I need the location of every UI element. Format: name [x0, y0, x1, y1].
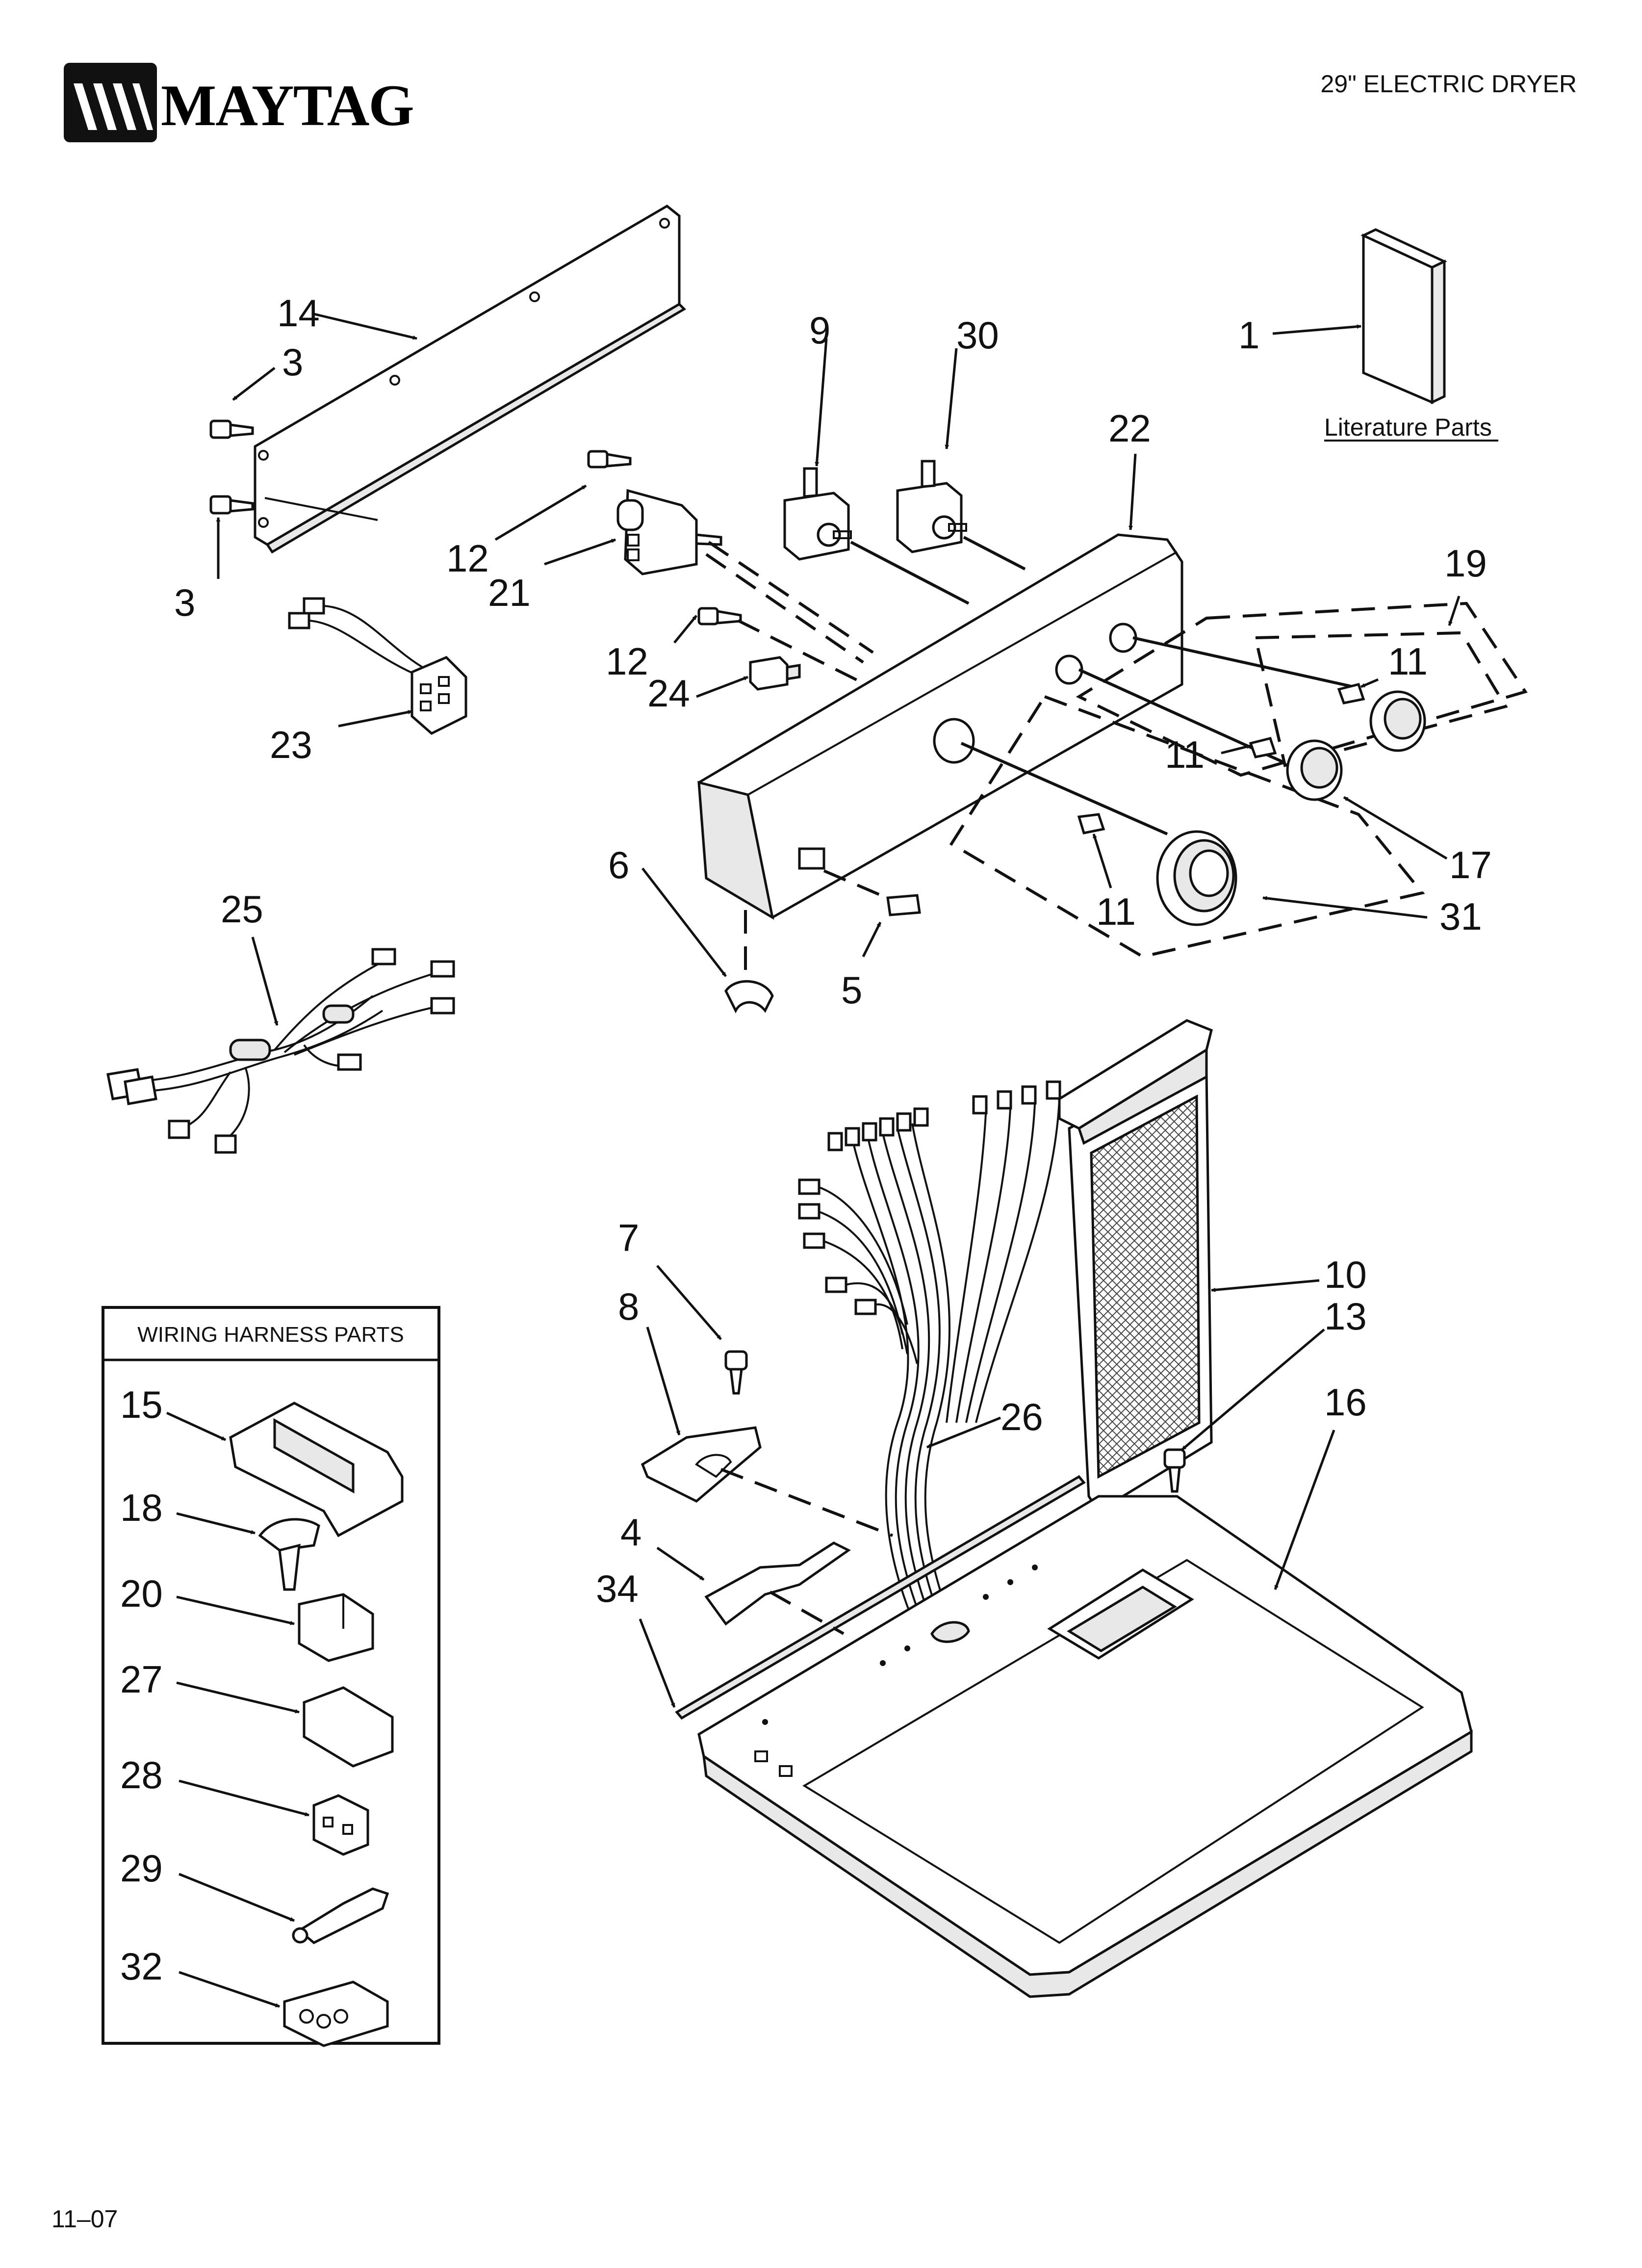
callout-15: 15	[120, 1383, 163, 1426]
callout-19: 19	[1444, 542, 1487, 585]
screw-13	[1163, 1448, 1186, 1493]
callout-4: 4	[620, 1511, 641, 1554]
screw-7	[724, 1350, 748, 1395]
callout-11-a: 11	[1096, 890, 1136, 933]
control-console-22	[697, 533, 1183, 920]
callout-12-upper: 12	[446, 537, 489, 580]
callout-8: 8	[618, 1285, 639, 1328]
clip-6	[724, 980, 774, 1014]
selector-switch-30	[896, 460, 967, 553]
callout-labels: 1 3 3 14 9 30 22 19 12 21 12 24 23 11 11…	[120, 291, 1492, 1988]
connector-32	[283, 1981, 389, 2047]
callout-12-lower: 12	[606, 640, 648, 683]
callout-23: 23	[270, 723, 312, 766]
main-harness-26	[798, 1080, 1061, 1624]
callout-9: 9	[809, 309, 830, 352]
callout-11-b: 11	[1165, 733, 1205, 776]
callout-27: 27	[120, 1658, 163, 1701]
knob-17	[1286, 739, 1343, 801]
switch-24	[749, 656, 801, 691]
callout-24: 24	[647, 672, 690, 715]
knob-clip-11-c	[1337, 683, 1365, 704]
revision-code: 11–07	[51, 2205, 118, 2233]
label-5	[886, 894, 921, 916]
timer-21	[616, 489, 722, 575]
bracket-4	[704, 1541, 851, 1626]
callout-32: 32	[120, 1945, 163, 1988]
screw-3-lower	[209, 495, 254, 515]
callout-3-upper: 3	[282, 340, 303, 384]
callout-31: 31	[1439, 895, 1482, 938]
callout-14: 14	[277, 291, 320, 335]
knob-clip-11-b	[1249, 737, 1277, 758]
callout-20: 20	[120, 1572, 163, 1615]
connector-28	[312, 1794, 369, 1856]
wire-harness-25	[106, 948, 455, 1154]
brand-wordmark: MAYTAG	[161, 73, 413, 138]
timer-knob-31	[1156, 830, 1237, 926]
selector-switch-9	[783, 467, 852, 561]
connector-27	[303, 1686, 394, 1768]
bracket-8	[641, 1426, 762, 1503]
lint-filter-10	[1058, 1019, 1213, 1513]
callout-29: 29	[120, 1847, 163, 1890]
connector-20	[298, 1593, 374, 1662]
callout-arrows	[166, 313, 1461, 2008]
callout-22: 22	[1108, 407, 1151, 450]
screw-3-upper	[209, 419, 254, 439]
wire-harness-23	[288, 597, 467, 735]
callout-11-c: 11	[1388, 640, 1428, 683]
maytag-logo: MAYTAG	[64, 63, 414, 142]
callout-25: 25	[221, 887, 263, 931]
callout-5: 5	[841, 968, 862, 1012]
literature-parts-label: Literature Parts	[1324, 414, 1492, 441]
control-panel-rear-plate	[254, 204, 687, 554]
callout-28: 28	[120, 1753, 163, 1797]
wiring-harness-parts-box	[102, 1306, 440, 2045]
callout-30: 30	[956, 313, 999, 357]
seal-strip-34	[675, 1475, 1086, 1720]
knob-clip-11-a	[1077, 813, 1105, 834]
terminal-29	[292, 1887, 389, 1944]
callout-34: 34	[596, 1567, 639, 1610]
document-title: 29" ELECTRIC DRYER	[1320, 70, 1577, 98]
literature-parts-booklet	[1360, 228, 1447, 404]
callout-18: 18	[120, 1486, 163, 1529]
callout-21: 21	[488, 571, 531, 614]
top-panel-16	[697, 1495, 1473, 1998]
connector-18	[258, 1518, 320, 1591]
connector-15	[229, 1402, 404, 1538]
callout-13: 13	[1324, 1295, 1367, 1338]
callout-7: 7	[618, 1216, 639, 1259]
callout-10: 10	[1324, 1253, 1367, 1296]
callout-3-lower: 3	[174, 581, 195, 624]
screw-12-lower	[697, 607, 742, 626]
screw-12-upper	[587, 450, 632, 469]
callout-26: 26	[1001, 1395, 1043, 1438]
callout-17: 17	[1449, 843, 1492, 886]
callout-6: 6	[608, 843, 629, 886]
wiring-box-title: WIRING HARNESS PARTS	[137, 1323, 404, 1347]
knob-19	[1369, 690, 1426, 752]
callout-16: 16	[1324, 1381, 1367, 1424]
callout-1: 1	[1238, 313, 1259, 357]
